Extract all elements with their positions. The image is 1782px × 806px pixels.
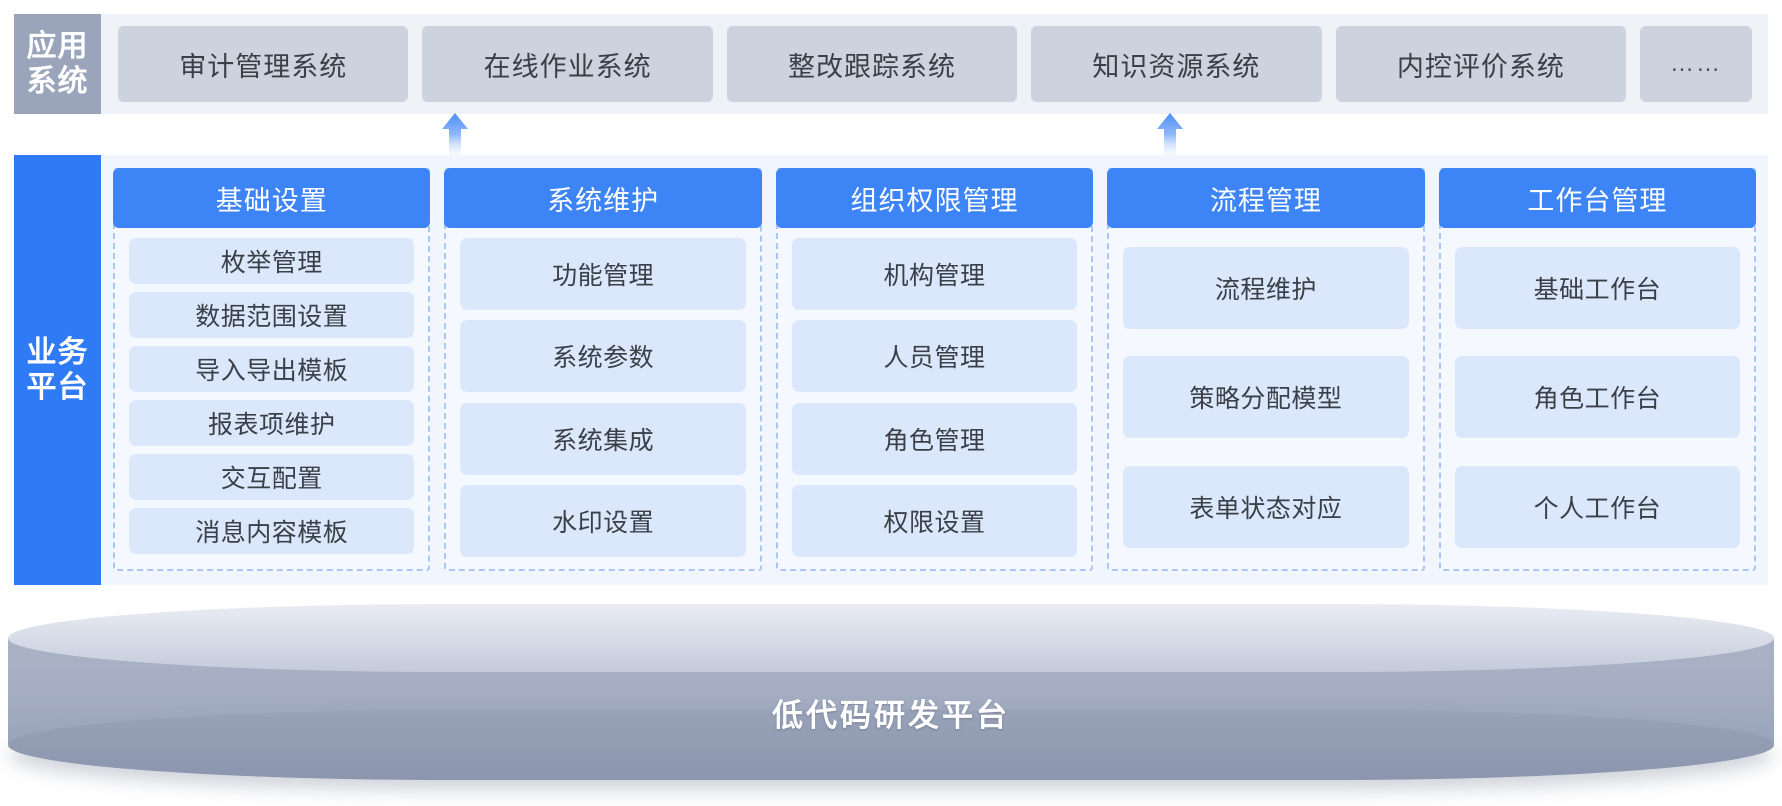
arrow-to-internal-control-system-icon [1157, 113, 1183, 161]
low-code-platform-base: 低代码研发平台 [8, 604, 1774, 802]
module-item-list-system-maintenance: 功能管理 系统参数 系统集成 水印设置 [446, 228, 759, 569]
business-platform-label-line-1: 业务 [26, 335, 89, 369]
module-item-enum-management[interactable]: 枚举管理 [129, 238, 415, 284]
business-platform-label-line-2: 平台 [26, 371, 89, 404]
platform-cylinder-top [8, 604, 1774, 672]
module-item-organization-management[interactable]: 机构管理 [791, 238, 1078, 311]
module-item-list-workbench-management: 基础工作台 角色工作台 个人工作台 [1441, 228, 1754, 569]
module-item-system-parameters[interactable]: 系统参数 [460, 320, 746, 393]
module-item-watermark-settings[interactable]: 水印设置 [460, 484, 746, 557]
module-item-report-field-maintenance[interactable]: 报表项维护 [129, 400, 415, 446]
module-group-system-maintenance: 系统维护 功能管理 系统参数 系统集成 水印设置 [444, 168, 762, 571]
module-item-message-content-template[interactable]: 消息内容模板 [129, 508, 415, 554]
module-item-personal-workbench[interactable]: 个人工作台 [1454, 466, 1741, 549]
low-code-platform-title: 低代码研发平台 [772, 698, 1010, 733]
app-system-rectification-tracking[interactable]: 整改跟踪系统 [726, 26, 1018, 102]
business-platform-label: 业务 平台 [14, 155, 101, 585]
module-item-list-basic-settings: 枚举管理 数据范围设置 导入导出模板 报表项维护 交互配置 消息内容模板 [115, 228, 428, 569]
module-group-title-basic-settings[interactable]: 基础设置 [113, 168, 431, 228]
application-system-list: 审计管理系统 在线作业系统 整改跟踪系统 知识资源系统 内控评价系统 …… [101, 14, 1768, 114]
application-layer-label-line-1: 应用 [26, 29, 89, 63]
app-system-knowledge-resource[interactable]: 知识资源系统 [1031, 26, 1322, 102]
module-item-interaction-configuration[interactable]: 交互配置 [129, 454, 415, 500]
module-item-permission-settings[interactable]: 权限设置 [791, 484, 1078, 557]
module-group-workbench-management: 工作台管理 基础工作台 角色工作台 个人工作台 [1438, 168, 1757, 571]
module-group-basic-settings: 基础设置 枚举管理 数据范围设置 导入导出模板 报表项维护 交互配置 消息内容模… [113, 168, 431, 571]
module-item-import-export-template[interactable]: 导入导出模板 [129, 346, 415, 392]
module-item-basic-workbench[interactable]: 基础工作台 [1454, 246, 1741, 329]
platform-cylinder-bottom [8, 710, 1774, 780]
business-module-columns: 基础设置 枚举管理 数据范围设置 导入导出模板 报表项维护 交互配置 消息内容模… [101, 155, 1768, 585]
module-item-form-status-mapping[interactable]: 表单状态对应 [1123, 466, 1409, 549]
arrow-to-online-operation-system-icon [442, 113, 468, 161]
module-item-system-integration[interactable]: 系统集成 [460, 402, 746, 475]
app-system-online-operation[interactable]: 在线作业系统 [422, 26, 713, 102]
module-group-title-process-management[interactable]: 流程管理 [1107, 168, 1425, 228]
module-group-title-workbench-management[interactable]: 工作台管理 [1438, 168, 1757, 228]
module-group-org-permission-management: 组织权限管理 机构管理 人员管理 角色管理 权限设置 [775, 168, 1094, 571]
module-group-title-system-maintenance[interactable]: 系统维护 [444, 168, 762, 228]
module-item-function-management[interactable]: 功能管理 [460, 238, 746, 311]
application-layer-label: 应用 系统 [14, 14, 101, 114]
app-system-more-ellipsis[interactable]: …… [1640, 26, 1753, 102]
module-item-role-management[interactable]: 角色管理 [791, 402, 1078, 475]
application-layer-label-line-2: 系统 [26, 65, 89, 98]
application-layer: 应用 系统 审计管理系统 在线作业系统 整改跟踪系统 知识资源系统 内控评价系统… [14, 14, 1768, 114]
app-system-internal-control-evaluation[interactable]: 内控评价系统 [1335, 26, 1627, 102]
module-item-role-workbench[interactable]: 角色工作台 [1454, 356, 1741, 439]
module-item-data-scope-settings[interactable]: 数据范围设置 [129, 292, 415, 338]
app-system-audit-management[interactable]: 审计管理系统 [118, 26, 409, 102]
module-item-policy-allocation-model[interactable]: 策略分配模型 [1123, 356, 1409, 439]
module-item-list-org-permission-management: 机构管理 人员管理 角色管理 权限设置 [778, 228, 1091, 569]
business-platform-layer: 业务 平台 基础设置 枚举管理 数据范围设置 导入导出模板 报表项维护 交互配置… [14, 155, 1768, 585]
module-group-process-management: 流程管理 流程维护 策略分配模型 表单状态对应 [1107, 168, 1425, 571]
module-item-personnel-management[interactable]: 人员管理 [791, 320, 1078, 393]
module-group-title-org-permission-management[interactable]: 组织权限管理 [775, 168, 1094, 228]
module-item-list-process-management: 流程维护 策略分配模型 表单状态对应 [1109, 228, 1422, 569]
module-item-process-maintenance[interactable]: 流程维护 [1123, 246, 1409, 329]
